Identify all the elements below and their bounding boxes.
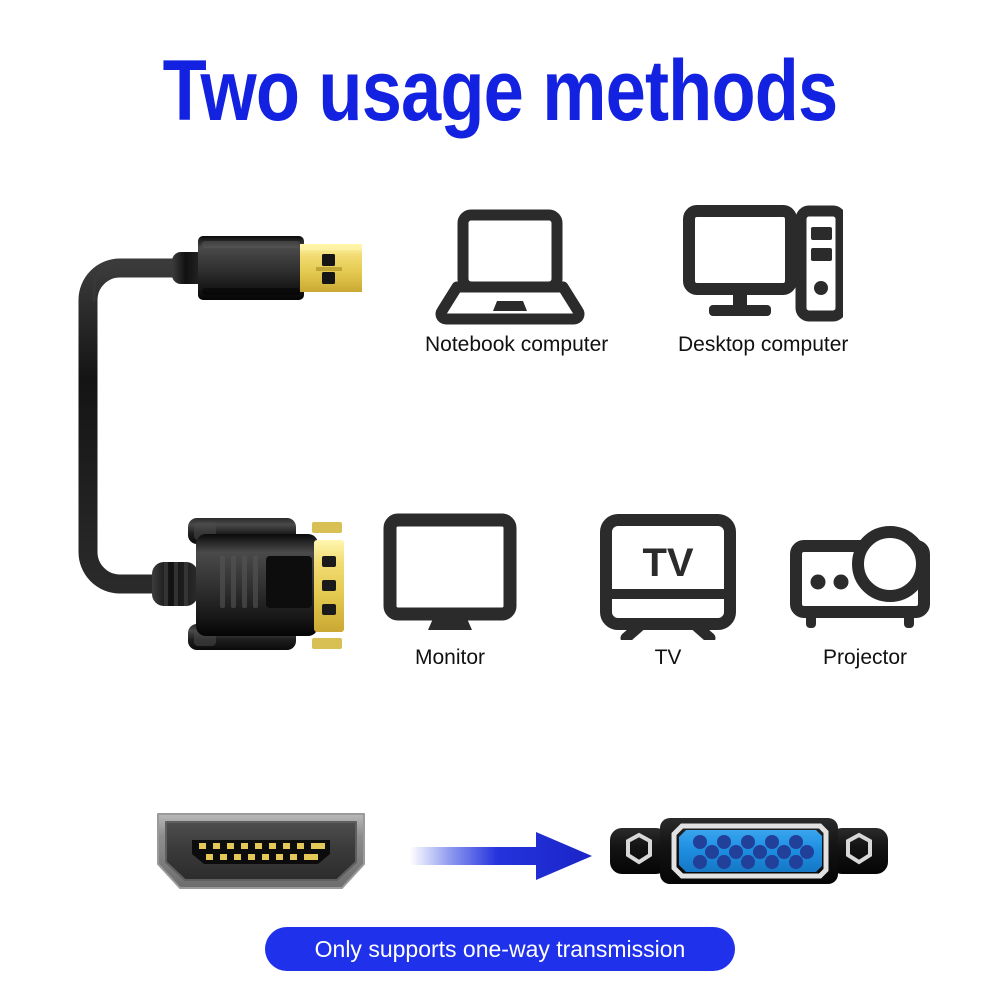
projector-icon <box>790 512 940 640</box>
one-way-transmission-banner: Only supports one-way transmission <box>265 927 735 971</box>
page-title: Two usage methods <box>162 43 839 139</box>
vga-port <box>608 802 890 900</box>
device-monitor: Monitor <box>375 512 525 670</box>
device-label: Notebook computer <box>425 333 609 356</box>
tv-icon: TV <box>598 512 738 640</box>
device-tv: TV TV <box>598 512 738 670</box>
hdmi-port <box>152 808 370 896</box>
direction-arrow <box>408 828 594 884</box>
tv-screen-text: TV <box>642 541 693 585</box>
device-label: Desktop computer <box>678 333 849 356</box>
laptop-icon <box>425 205 595 327</box>
device-notebook-computer: Notebook computer <box>425 205 609 357</box>
cable-hdmi-plug <box>172 236 362 300</box>
device-desktop-computer: Desktop computer <box>678 205 848 357</box>
monitor-icon <box>375 512 525 640</box>
device-label: TV <box>654 646 682 669</box>
device-projector: Projector <box>790 512 940 670</box>
banner-text: Only supports one-way transmission <box>314 935 686 962</box>
desktop-computer-icon <box>678 205 848 327</box>
cable-vga-plug <box>152 518 344 650</box>
device-label: Monitor <box>414 646 486 669</box>
device-label: Projector <box>822 646 908 669</box>
hdmi-to-vga-cable <box>60 200 380 680</box>
